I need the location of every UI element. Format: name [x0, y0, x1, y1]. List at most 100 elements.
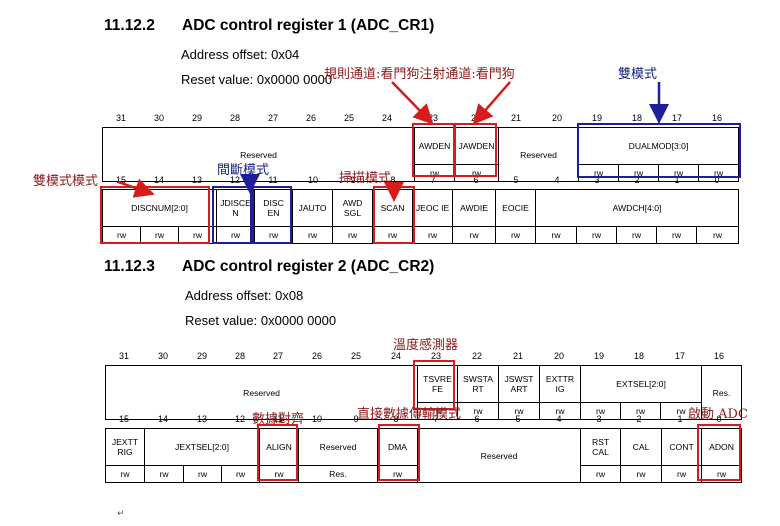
field-dualmod: DUALMOD[3:0]: [577, 127, 740, 165]
bit-number: 3: [596, 414, 602, 424]
field-jexttrig-line1: JEXTT: [111, 437, 139, 447]
highlight-align: [257, 424, 298, 481]
field-jdiscen-line2: N: [232, 208, 239, 218]
bit-number: 12: [234, 414, 245, 424]
annotation-dual-mode-low: 雙模式模式: [33, 174, 99, 189]
arrow-jawden: [472, 81, 511, 125]
bit-number: 26: [311, 351, 322, 361]
highlight-tsvrefe: [413, 360, 455, 410]
bit-number: 12: [229, 175, 240, 185]
bit-number: 13: [191, 175, 202, 185]
bit-number: 15: [118, 414, 129, 424]
bit-number: 14: [153, 175, 164, 185]
arrow-discnum: [117, 178, 155, 198]
access-res: Res.: [298, 465, 378, 483]
field-rstcal-line2: CAL: [592, 447, 609, 457]
annotation-scan-mode: 掃描模式: [339, 171, 392, 186]
bit-number: 24: [390, 351, 401, 361]
cr1-register-high: Reserved AWDEN JAWDEN Reserved DUALMOD[3…: [102, 127, 740, 182]
bit-number: 29: [196, 351, 207, 361]
bit-number: 11: [268, 175, 278, 185]
bit-number: 10: [311, 414, 322, 424]
bit-number: 4: [556, 414, 562, 424]
access-rw: rw: [452, 226, 497, 244]
access-rw: rw: [332, 226, 374, 244]
field-reserved: Reserved: [105, 365, 418, 420]
bit-number: 14: [157, 414, 168, 424]
field-jauto: JAUTO: [292, 189, 334, 227]
cr2-heading-title: ADC control register 2 (ADC_CR2): [182, 258, 435, 275]
bit-number: 13: [196, 414, 207, 424]
bit-number: 0: [714, 175, 720, 185]
field-jexttrig-line2: RIG: [117, 447, 133, 457]
annotation-temperature-sensor: 溫度感測器: [393, 338, 459, 353]
access-rw: rw: [457, 402, 499, 420]
field-swstart-line2: RT: [472, 384, 484, 394]
field-jswstart-line2: ART: [510, 384, 528, 394]
field-awdsgl-line2: SGL: [343, 208, 362, 218]
bit-number: 20: [551, 113, 562, 123]
field-tsvrefe-line1: TSVRE: [423, 374, 452, 384]
bit-number: 8: [390, 175, 396, 185]
arrow-awden: [391, 81, 434, 125]
annotation-adon: 啟動 ADC: [688, 407, 748, 422]
bit-number: 16: [713, 351, 724, 361]
field-discnum: DISCNUM[2:0]: [101, 189, 218, 227]
cr1-reset-value: Reset value: 0x0000 0000: [181, 72, 333, 87]
field-exttrig-line2: IG: [555, 384, 565, 394]
bit-number: 5: [513, 175, 519, 185]
bit-number: 0: [716, 414, 722, 424]
field-reserved: Reserved: [416, 428, 582, 483]
bit-number: 9: [353, 414, 359, 424]
annotation-data-align: 數據對齊: [252, 412, 305, 427]
bit-number: 1: [677, 414, 683, 424]
bit-number: 6: [473, 175, 479, 185]
bit-number: 1: [674, 175, 680, 185]
cr1-heading-title: ADC control register 1 (ADC_CR1): [182, 17, 435, 34]
bit-number: 17: [671, 113, 682, 123]
highlight-dualmod: [577, 123, 741, 178]
bit-number: 21: [510, 113, 521, 123]
field-exttrig-line1: EXTTR: [545, 374, 575, 384]
access-rw: rw: [221, 465, 260, 483]
highlight-discnum: [100, 186, 210, 244]
annotation-dual-mode-high: 雙模式: [618, 67, 658, 82]
bit-number: 28: [234, 351, 245, 361]
bit-number: 22: [471, 351, 482, 361]
cr2-heading: 11.12.3 ADC control register 2 (ADC_CR2): [104, 258, 434, 276]
bit-number: 18: [633, 351, 644, 361]
bit-number: 7: [430, 175, 436, 185]
access-rw: rw: [656, 226, 698, 244]
bit-number: 18: [631, 113, 642, 123]
access-rw: rw: [414, 164, 455, 182]
bit-number: 31: [118, 351, 129, 361]
field-cont: CONT: [661, 428, 703, 466]
bit-number: 29: [191, 113, 202, 123]
field-jswstart-line1: JSWST: [504, 374, 534, 384]
bit-number: 23: [430, 351, 441, 361]
field-rstcal-line1: RST: [591, 437, 610, 447]
field-discen-line1: DISC: [263, 198, 284, 208]
bit-number: 19: [593, 351, 604, 361]
field-jdiscen-line1: JDISCE: [220, 198, 251, 208]
bit-number: 26: [305, 113, 316, 123]
bit-number: 27: [272, 351, 283, 361]
bit-number: 28: [229, 113, 240, 123]
cr1-address-offset: Address offset: 0x04: [181, 47, 300, 62]
bit-number: 6: [474, 414, 480, 424]
field-extsel: EXTSEL[2:0]: [579, 365, 703, 403]
access-rw: rw: [454, 164, 499, 182]
bit-number: 3: [594, 175, 600, 185]
field-swstart-line1: SWSTA: [463, 374, 493, 384]
cr2-heading-number: 11.12.3: [104, 258, 155, 275]
annotation-watchdog: 規則通道:看門狗注射通道:看門狗: [324, 67, 515, 82]
highlight-adon: [697, 424, 741, 481]
bit-number: 27: [267, 113, 278, 123]
